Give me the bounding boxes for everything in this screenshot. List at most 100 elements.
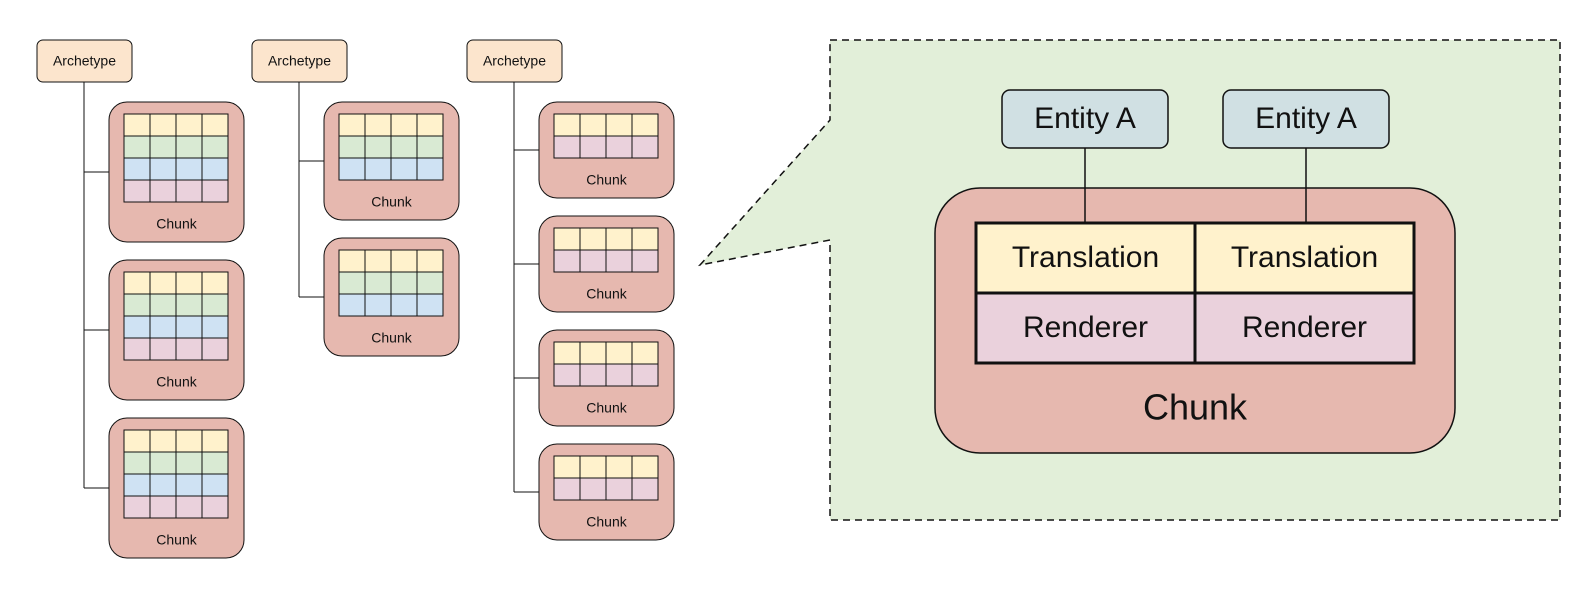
component-cell [201, 337, 229, 361]
component-cell [149, 113, 177, 137]
component-cell [364, 249, 392, 273]
component-cell [201, 429, 229, 453]
component-cell [416, 293, 444, 317]
chunk: Chunk [108, 259, 245, 401]
component-cell [631, 227, 659, 251]
chunk-label: Chunk [371, 194, 412, 210]
component-cell [605, 113, 633, 137]
chunk-label: Chunk [156, 216, 197, 232]
translation-component-label: Translation [1012, 241, 1159, 274]
component-cell [390, 157, 418, 181]
component-cell [390, 293, 418, 317]
component-cell [390, 249, 418, 273]
chunk-label: Chunk [586, 172, 627, 188]
component-cell [149, 271, 177, 295]
component-cell [338, 249, 366, 273]
component-cell [123, 429, 151, 453]
component-cell [579, 135, 607, 159]
component-cell [123, 495, 151, 519]
chunk: Chunk [538, 215, 675, 313]
component-cell-detail [974, 291, 1197, 365]
component-cell [201, 135, 229, 159]
component-cell [201, 157, 229, 181]
component-cell [175, 495, 203, 519]
component-cell [149, 473, 177, 497]
component-cell [364, 157, 392, 181]
chunk: Chunk [538, 101, 675, 199]
component-cell [149, 337, 177, 361]
component-cell [201, 113, 229, 137]
component-cell [338, 135, 366, 159]
component-cell [201, 179, 229, 203]
component-cell [416, 157, 444, 181]
component-cell [553, 249, 581, 273]
component-cell [553, 455, 581, 479]
component-cell [149, 429, 177, 453]
component-cell [201, 451, 229, 475]
chunk-label: Chunk [586, 286, 627, 302]
chunk: Chunk [323, 101, 460, 221]
component-cell [364, 135, 392, 159]
component-cell [149, 293, 177, 317]
translation-component-label: Translation [1231, 241, 1378, 274]
component-cell [364, 113, 392, 137]
component-cell [123, 271, 151, 295]
chunk-label: Chunk [156, 374, 197, 390]
component-cell [149, 495, 177, 519]
component-cell [631, 113, 659, 137]
component-cell [631, 363, 659, 387]
component-cell [175, 451, 203, 475]
component-cell [149, 157, 177, 181]
component-cell [201, 495, 229, 519]
component-cell [390, 135, 418, 159]
component-cell [605, 135, 633, 159]
component-cell [605, 477, 633, 501]
component-cell [605, 455, 633, 479]
component-cell [605, 341, 633, 365]
component-cell [416, 249, 444, 273]
component-cell [338, 293, 366, 317]
chunk-label: Chunk [156, 532, 197, 548]
chunk: Chunk [538, 329, 675, 427]
component-cell [123, 113, 151, 137]
chunk: Chunk [538, 443, 675, 541]
component-cell [149, 135, 177, 159]
chunk: Chunk [108, 101, 245, 243]
component-cell [175, 179, 203, 203]
component-cell [416, 271, 444, 295]
component-cell [123, 337, 151, 361]
component-cell [338, 113, 366, 137]
component-cell [553, 477, 581, 501]
component-cell [605, 227, 633, 251]
component-cell [416, 113, 444, 137]
component-cell [364, 271, 392, 295]
component-cell [149, 179, 177, 203]
component-cell [605, 363, 633, 387]
archetype-label: Archetype [268, 53, 331, 69]
component-cell [390, 113, 418, 137]
component-cell [175, 113, 203, 137]
component-cell [149, 451, 177, 475]
component-cell [631, 455, 659, 479]
component-cell [175, 293, 203, 317]
component-cell [123, 157, 151, 181]
chunk-label: Chunk [586, 514, 627, 530]
component-cell [175, 429, 203, 453]
chunk: Chunk [323, 237, 460, 357]
component-cell-detail [1193, 221, 1416, 295]
component-cell [175, 315, 203, 339]
component-cell [338, 157, 366, 181]
component-cell [579, 113, 607, 137]
component-cell [605, 249, 633, 273]
component-cell [201, 315, 229, 339]
component-cell [201, 473, 229, 497]
component-cell [390, 271, 418, 295]
chunk: Chunk [108, 417, 245, 559]
component-cell [175, 157, 203, 181]
component-cell [175, 271, 203, 295]
renderer-component-label: Renderer [1242, 311, 1367, 344]
component-cell [123, 293, 151, 317]
component-cell [553, 113, 581, 137]
